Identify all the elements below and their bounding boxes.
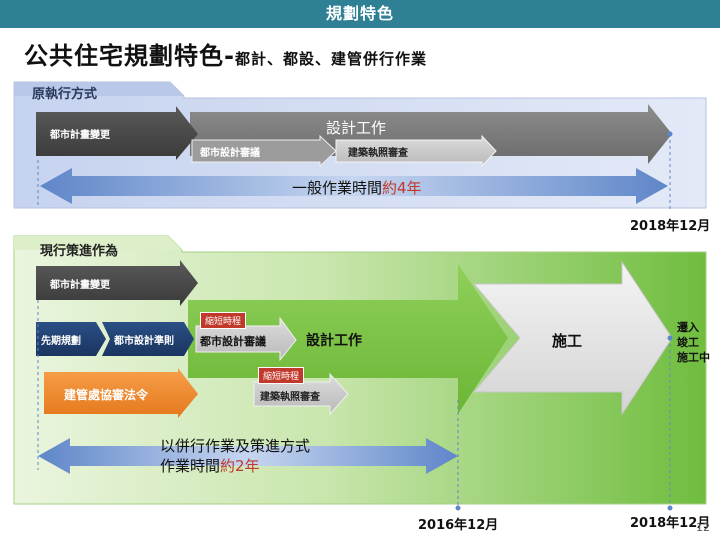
- top-duration-prefix: 一般作業時間: [292, 179, 383, 197]
- header-bar: 規劃特色: [0, 0, 720, 28]
- building-coop-arrow: [44, 368, 198, 418]
- building-coop-label: 建管處協審法令: [64, 388, 149, 402]
- milestone-completion: 竣工: [677, 336, 699, 349]
- permit-review-arrow: [253, 372, 349, 416]
- bottom-duration-label: 以併行作業及策進方式 作業時間約2年: [160, 436, 310, 476]
- construction-label: 施工: [552, 332, 583, 350]
- bottom-step1-label: 都市計畫變更: [50, 280, 110, 291]
- bottom-duration-line1: 以併行作業及策進方式: [160, 437, 311, 455]
- udg-arrow: [102, 322, 194, 356]
- top-step3-label: 建築執照審查: [348, 148, 408, 159]
- top-step2-arrow: [191, 134, 337, 168]
- bottom-duration-line2: 作業時間約2年: [160, 456, 310, 476]
- top-end-dot: [667, 131, 673, 137]
- top-tab-label: 原執行方式: [32, 87, 98, 102]
- page-title-main: 公共住宅規劃特色: [24, 42, 224, 70]
- bottom-mid-date: 2016年12月: [418, 518, 499, 533]
- page-number: 12: [696, 521, 710, 534]
- milestone-label: 遷入 竣工 施工中: [677, 320, 710, 365]
- udg-label: 都市設計準則: [114, 336, 174, 347]
- top-step2-label: 都市設計審議: [200, 148, 260, 159]
- top-design-label: 設計工作: [326, 119, 387, 137]
- bottom-end-dot-bottom: [667, 505, 673, 511]
- top-step1-arrow: [36, 106, 198, 160]
- page-title-sub: 都計、都設、建管併行作業: [234, 50, 427, 68]
- bottom-end-dot-top: [667, 335, 673, 341]
- bottom-design-label: 設計工作: [306, 333, 362, 349]
- page-title: 公共住宅規劃特色-都計、都設、建管併行作業: [24, 36, 427, 71]
- milestone-move-in: 遷入: [677, 321, 699, 334]
- bottom-duration-arrow: [38, 438, 458, 474]
- page-title-sep: -: [224, 42, 235, 70]
- top-step1-label: 都市計畫變更: [50, 130, 110, 141]
- bottom-end-date: 2018年12月: [630, 516, 711, 531]
- top-duration-label: 一般作業時間約4年: [292, 177, 422, 198]
- top-step3-arrow: [335, 134, 497, 168]
- bottom-tab-label: 現行策進作為: [40, 244, 119, 259]
- permit-review-label: 建築執照審查: [260, 392, 320, 403]
- ud-review-label: 都市設計審議: [200, 335, 266, 348]
- header-title: 規劃特色: [325, 4, 394, 23]
- prelim-label: 先期規劃: [41, 336, 81, 347]
- shorten-badge-1: 縮短時程: [200, 312, 247, 329]
- bottom-step1-arrow: [36, 260, 198, 306]
- top-end-date: 2018年12月: [630, 219, 711, 234]
- bottom-duration-value: 約2年: [220, 457, 260, 475]
- top-duration-arrow: [40, 168, 668, 204]
- top-duration-value: 約4年: [382, 179, 422, 197]
- bottom-mid-dot: [455, 505, 461, 511]
- bottom-duration-prefix: 作業時間: [160, 457, 221, 475]
- prelim-arrow: [36, 322, 106, 356]
- construction-arrow: [472, 260, 673, 416]
- shorten-badge-2: 縮短時程: [258, 367, 305, 384]
- milestone-construction: 施工中: [677, 351, 710, 364]
